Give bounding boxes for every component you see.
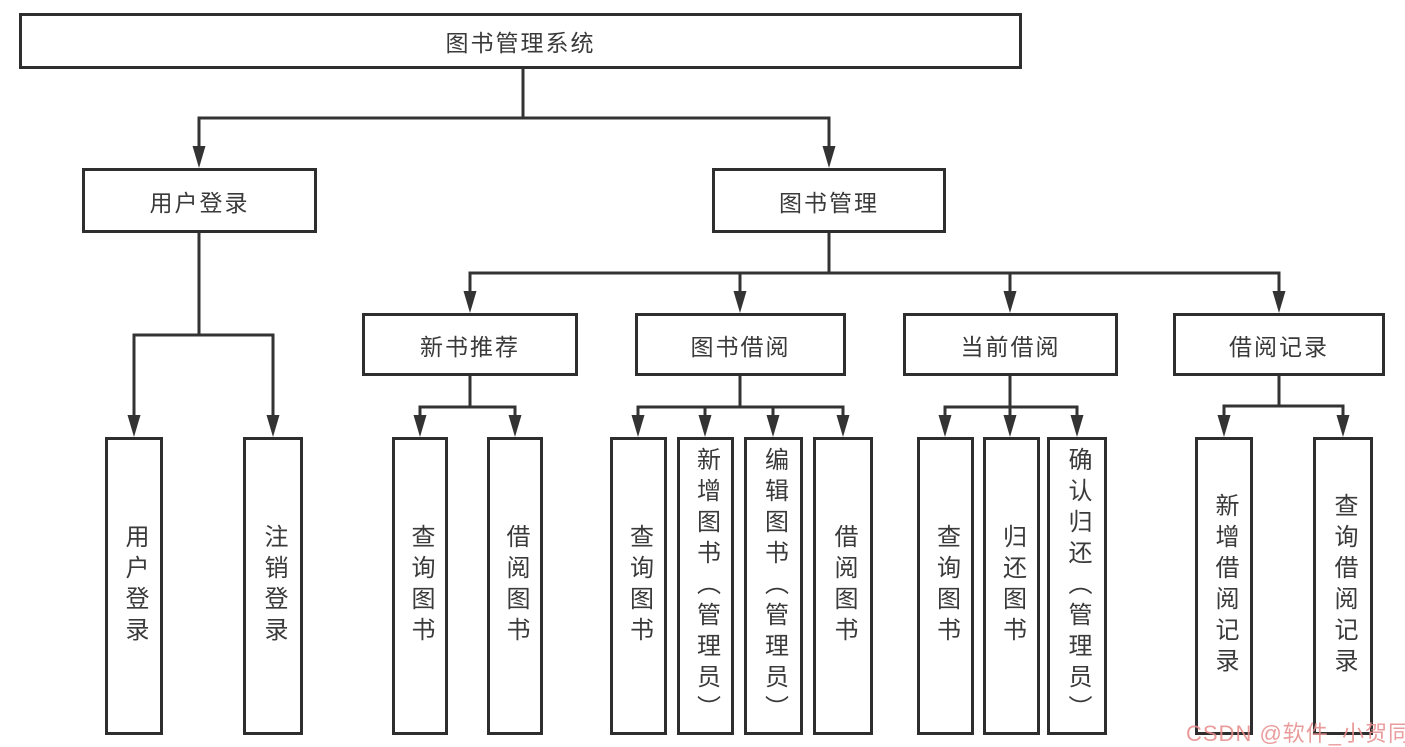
leaf-add-books-admin: 新增图书（管理员）: [677, 437, 734, 735]
leaf-logout: 注销登录: [243, 437, 303, 735]
leaf-query-books-recommend: 查询图书: [392, 437, 448, 735]
leaf-label: 注销登录: [260, 524, 287, 648]
leaf-label: 查询图书: [625, 524, 653, 648]
leaf-query-books-borrow: 查询图书: [610, 437, 667, 735]
leaf-user-login: 用户登录: [105, 437, 163, 735]
leaf-label: 查询借阅记录: [1330, 493, 1357, 679]
leaf-label: 新增借阅记录: [1211, 493, 1238, 679]
node-user-login: 用户登录: [82, 168, 317, 233]
node-current-borrow: 当前借阅: [903, 313, 1118, 376]
node-root-system: 图书管理系统: [19, 13, 1022, 69]
leaf-label: 查询图书: [932, 524, 960, 648]
leaf-label: 确认归还（管理员）: [1064, 446, 1091, 726]
leaf-confirm-return-admin: 确认归还（管理员）: [1047, 437, 1107, 735]
arrowheads: [127, 146, 1350, 437]
leaf-add-borrow-record: 新增借阅记录: [1195, 437, 1253, 735]
node-borrow-records: 借阅记录: [1173, 313, 1385, 376]
leaf-label: 新增图书（管理员）: [692, 446, 720, 726]
leaf-edit-books-admin: 编辑图书（管理员）: [744, 437, 803, 735]
leaf-label: 归还图书: [998, 524, 1026, 648]
node-book-borrow: 图书借阅: [635, 313, 846, 376]
leaf-label: 用户登录: [121, 524, 148, 648]
leaf-return-books: 归还图书: [983, 437, 1040, 735]
csdn-watermark: CSDN @软件_小贺同学: [1186, 721, 1405, 746]
node-book-management: 图书管理: [712, 168, 946, 233]
leaf-label: 编辑图书（管理员）: [760, 446, 788, 726]
node-new-book-recommend: 新书推荐: [362, 313, 578, 376]
leaf-label: 借阅图书: [502, 524, 529, 648]
leaf-borrow-books-recommend: 借阅图书: [487, 437, 543, 735]
leaf-label: 借阅图书: [830, 524, 857, 648]
leaf-query-books-current: 查询图书: [917, 437, 974, 735]
leaf-query-borrow-record: 查询借阅记录: [1313, 437, 1373, 735]
leaf-label: 查询图书: [407, 524, 434, 648]
leaf-borrow-books: 借阅图书: [813, 437, 873, 735]
